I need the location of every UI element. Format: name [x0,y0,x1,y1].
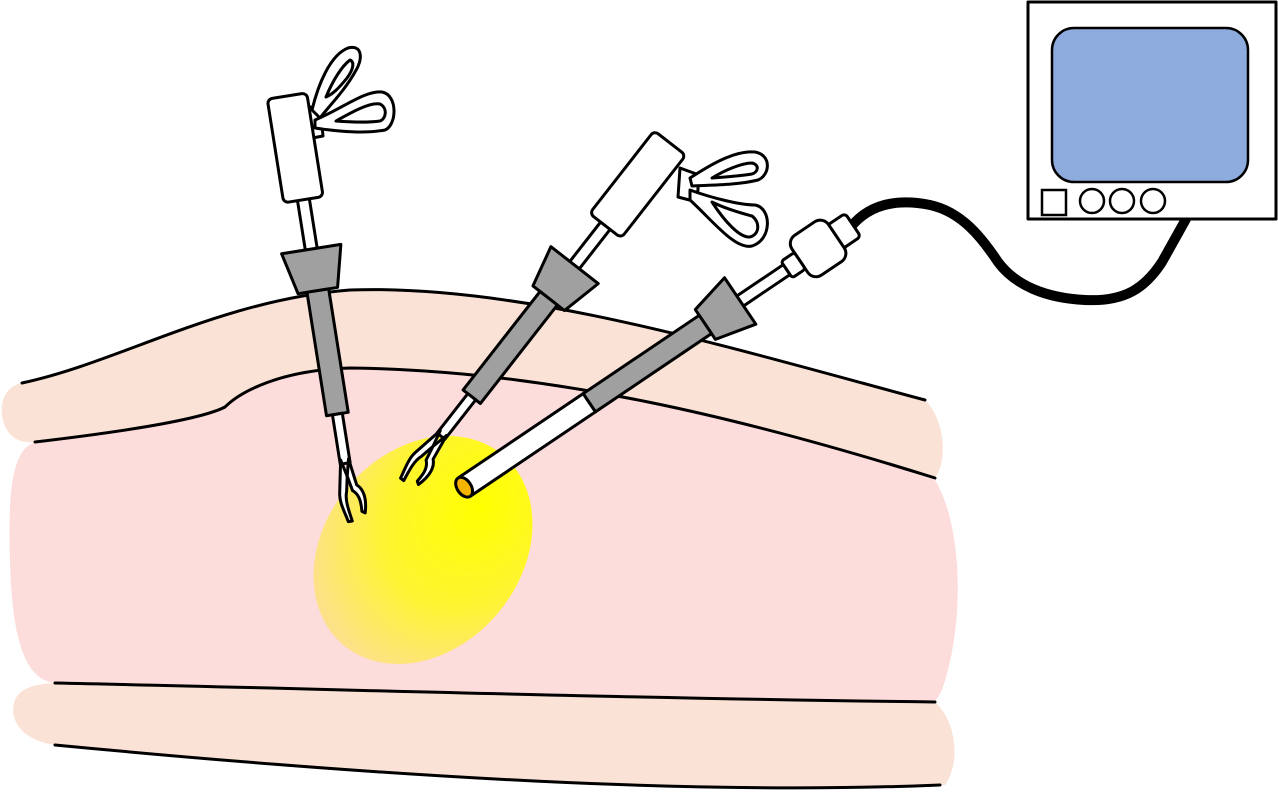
lower-finger-ring-hole [334,102,387,124]
monitor-round-button-2 [1108,187,1136,215]
scope-light-tip [454,475,475,499]
handle [590,131,686,238]
monitor-round-button-1 [1078,187,1106,215]
upper-shaft [295,192,320,255]
upper-finger-ring-hole [710,161,759,180]
lower-shaft [330,411,352,466]
monitor-square-button [1040,188,1068,217]
lower-finger-ring-hole [710,200,760,239]
grasper-jaw-right [415,433,449,487]
laparoscope-icon [454,213,861,499]
grasper-left [266,45,396,524]
grasper-jaw-left [338,458,354,524]
top-skin-layer [1,289,943,478]
grasper-left-body [266,92,368,524]
upper-finger-ring-hole [324,58,355,99]
grasper-middle-ring-handles [676,150,769,248]
monitor-screen [1050,26,1250,184]
grasper-jaw-left [399,429,442,483]
grasper-left-ring-handles [302,45,396,141]
trocar-icon [280,242,343,296]
monitor-icon [1026,0,1278,221]
trocar-icon [693,276,758,341]
bottom-layer-bottom-line [53,743,942,790]
monitor-round-button-3 [1139,187,1167,215]
bottom-layer-top-line [53,681,937,704]
handle [266,92,324,204]
camera-cable [845,197,1191,306]
grasper-jaw-right [345,457,368,515]
skin-surface-line [20,288,927,402]
grasper-middle [399,131,769,487]
lower-shaft [435,392,478,441]
grasper-middle-body [399,131,686,487]
trocar-icon [531,245,600,313]
